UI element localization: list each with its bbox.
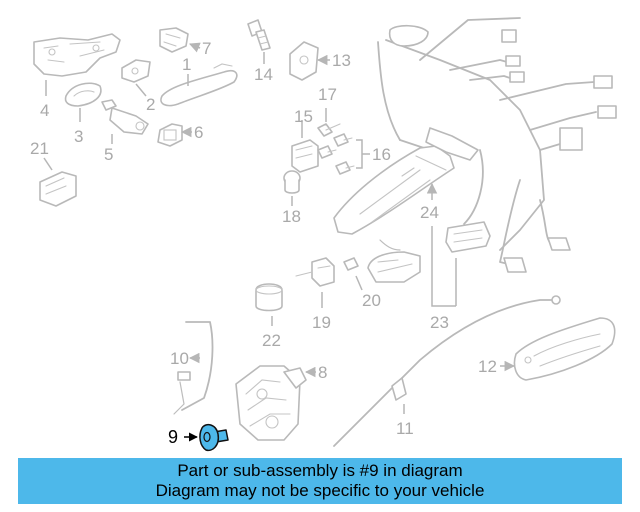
part-17-bolt[interactable] [317,123,341,137]
callout-20: 20 [362,291,381,310]
part-20-lamp[interactable] [343,239,421,283]
leader-20 [355,275,363,291]
leader-7 [189,42,201,53]
part-14-bolt[interactable] [247,19,271,51]
part-24-door-module[interactable] [333,127,479,235]
callout-11: 11 [396,419,414,438]
part-1-outer-handle[interactable] [160,63,238,107]
callout-2: 2 [146,95,155,114]
callout-21: 21 [30,139,49,158]
part-12-inner-handle[interactable] [513,317,616,381]
leader-2 [135,83,147,97]
callout-5: 5 [104,145,113,164]
leader-23 [431,226,457,307]
part-13-plate[interactable] [289,41,319,81]
part-6-grommet[interactable] [157,123,183,147]
part-11-cable[interactable] [333,295,561,447]
callout-7: 7 [202,39,211,58]
part-7-end-cap[interactable] [159,27,189,53]
callout-9: 9 [168,427,178,447]
wiring-harness [377,17,617,273]
parts-diagram: 4 7 1 2 3 5 6 21 [30,17,617,452]
callout-8: 8 [318,363,327,382]
part-9-screw-highlighted[interactable] [199,423,229,452]
callout-24: 24 [420,203,439,222]
callout-15: 15 [294,107,313,126]
info-banner: Part or sub-assembly is #9 in diagram Di… [18,458,622,504]
part-15-hinge-block[interactable] [291,139,319,173]
part-3-gasket[interactable] [64,82,102,107]
callout-10: 10 [170,349,189,368]
part-22-bump-stop[interactable] [255,283,283,312]
callout-18: 18 [282,207,301,226]
callout-19: 19 [312,313,331,332]
part-16-bolts[interactable] [317,133,355,175]
callout-22: 22 [262,331,281,350]
callout-23: 23 [430,313,449,332]
part-23-connector[interactable] [445,221,491,253]
callout-4: 4 [40,101,49,120]
part-19-switch[interactable] [295,257,335,287]
caption-line-1: Part or sub-assembly is #9 in diagram [177,461,463,480]
part-5-lock-cylinder[interactable] [101,99,149,135]
leader-16 [356,139,370,169]
part-10-rod[interactable] [173,321,214,415]
callout-3: 3 [74,127,83,146]
callout-13: 13 [332,51,351,70]
callout-1: 1 [182,55,191,74]
callout-12: 12 [478,357,497,376]
part-21-bracket[interactable] [39,171,77,207]
caption-line-2: Diagram may not be specific to your vehi… [155,481,485,500]
part-18-plug[interactable] [283,170,301,194]
callout-6: 6 [194,123,203,142]
callout-16: 16 [372,145,391,164]
leader-21 [43,157,53,171]
part-4-handle-carrier[interactable] [33,33,121,77]
part-8-door-latch[interactable] [235,365,307,441]
callout-14: 14 [254,65,273,84]
callout-17: 17 [318,85,337,104]
part-2-cylinder-cover[interactable] [121,59,151,83]
